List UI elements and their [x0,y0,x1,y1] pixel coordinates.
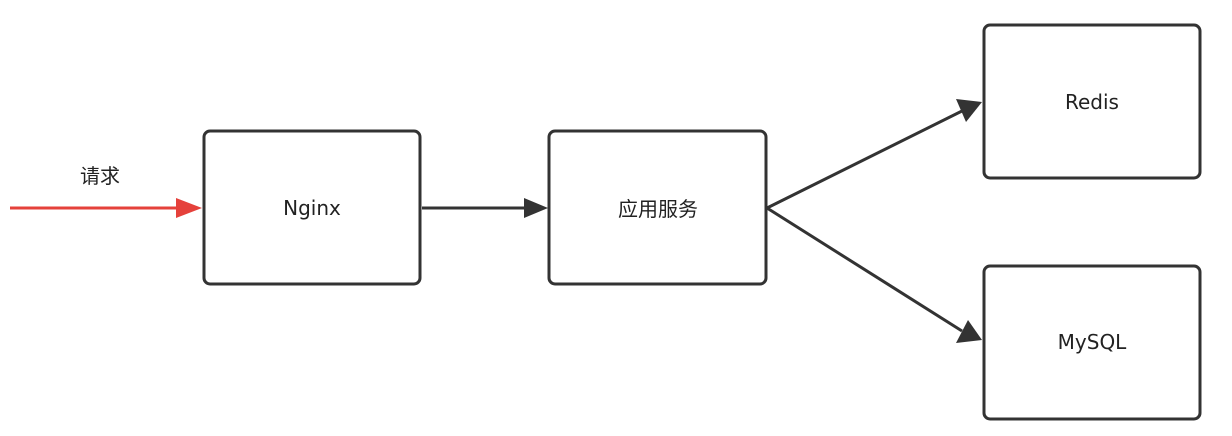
edge-app-mysql-head [956,320,982,343]
edge-nginx-app-head [524,198,548,218]
edge-nginx-to-app [422,198,548,218]
edge-app-mysql-line [766,206,963,333]
node-nginx-label: Nginx [283,196,341,220]
node-nginx-box [202,129,422,286]
node-app: 应用服务 [547,129,768,286]
edge-app-redis-head [956,99,982,122]
node-redis-label: Redis [1065,90,1119,114]
node-mysql: MySQL [982,264,1202,421]
node-mysql-label: MySQL [1058,330,1128,354]
node-redis: Redis [982,23,1202,180]
node-redis-box [982,23,1202,180]
edge-app-to-redis [766,99,982,210]
request-edge: 请求 [10,164,202,218]
request-arrow-head [176,198,202,218]
request-label: 请求 [80,164,120,188]
node-mysql-box [982,264,1202,421]
node-app-box [547,129,768,286]
node-app-label: 应用服务 [618,197,698,221]
edge-app-to-mysql [766,206,982,343]
node-nginx: Nginx [202,129,422,286]
edge-app-redis-line [766,109,963,210]
